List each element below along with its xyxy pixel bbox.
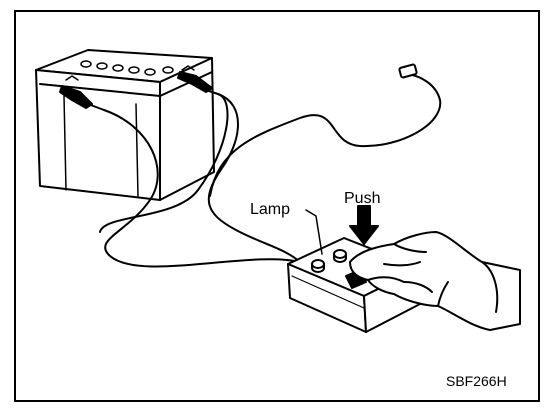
tester-cable-black	[99, 93, 229, 233]
battery	[35, 49, 215, 201]
tester-lamp	[311, 259, 325, 273]
sensor-probe	[398, 63, 418, 79]
battery-clamp-right	[177, 71, 219, 95]
tester-cable-red	[103, 109, 301, 268]
hand	[349, 231, 521, 331]
battery-clamp-left	[59, 85, 105, 111]
sensor-lead	[209, 73, 442, 197]
figure-code: SBF266H	[446, 373, 507, 389]
tester-cable-return	[207, 93, 301, 263]
push-arrow-icon	[349, 205, 379, 245]
battery-cell-caps	[80, 60, 174, 76]
tester-knob	[333, 249, 347, 263]
lamp-label: Lamp	[250, 201, 290, 218]
lamp-leader-line	[305, 209, 323, 255]
push-label: Push	[344, 190, 380, 207]
